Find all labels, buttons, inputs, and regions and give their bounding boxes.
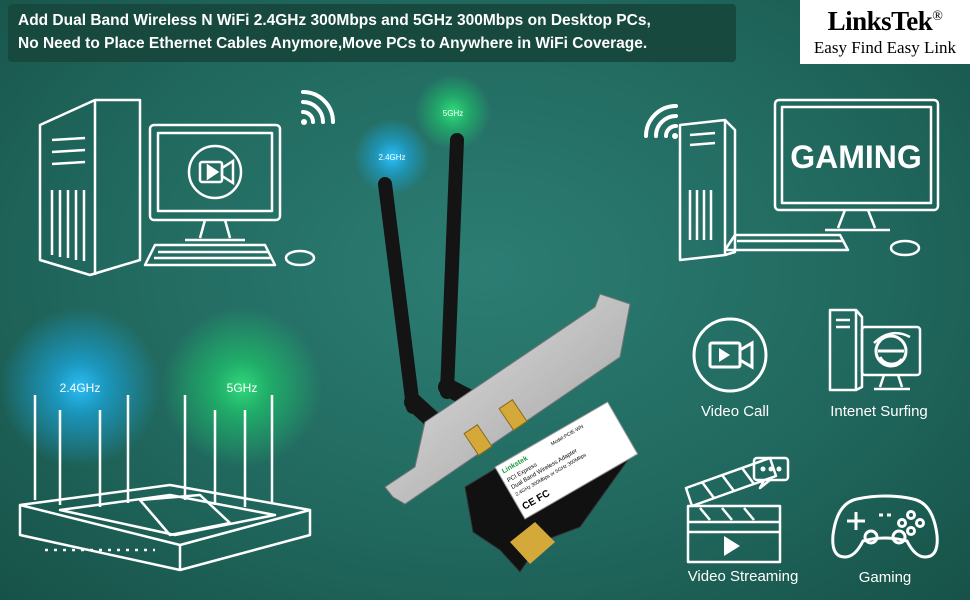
pcie-gold-fingers [510,522,555,564]
router-band-5-label: 5GHz [227,381,258,395]
gaming-pc-illustration: GAMING [644,98,940,262]
feature-label-video-streaming: Video Streaming [687,568,799,585]
feature-label-gaming: Gaming [858,569,912,586]
video-camera-icon [187,144,243,200]
headline-line-2: No Need to Place Ethernet Cables Anymore… [18,35,648,52]
antenna-24-label: 2.4GHz [378,153,405,162]
wifi-icon [644,104,678,139]
headline-banner: Add Dual Band Wireless N WiFi 2.4GHz 300… [8,4,736,62]
wifi-icon [301,90,335,125]
video-call-icon [692,317,768,393]
video-streaming-icon [684,456,790,564]
game-controller-icon [831,494,939,559]
brand-logo: LinksTek® Easy Find Easy Link [800,0,970,64]
antenna-left [378,177,420,414]
antenna-right [440,133,464,399]
antenna-5-glow [415,74,491,150]
headline-line-1: Add Dual Band Wireless N WiFi 2.4GHz 300… [18,12,651,29]
desktop-pc-illustration [38,90,335,277]
brand-name: LinksTek [827,6,933,36]
browser-e-icon [873,331,911,368]
antenna-5-label: 5GHz [443,109,463,118]
pci-bracket [384,293,631,505]
router-band-24-label: 2.4GHz [60,381,101,395]
feature-label-internet-surfing: Intenet Surfing [830,403,928,420]
feature-label-video-call: Video Call [700,403,770,420]
antenna-24-glow [354,119,430,195]
brand-slogan: Easy Find Easy Link [813,38,957,57]
internet-surfing-icon [828,308,922,392]
gaming-screen-text: GAMING [790,139,922,175]
wifi-adapter-card: 2.4GHz 5GHz Linkstek Model:PCIE-WN PCI E… [354,74,639,573]
registered-mark: ® [932,9,943,24]
band-24-glow [0,307,160,467]
router-illustration: 2.4GHz 5GHz [0,307,322,572]
band-5-glow [162,307,322,467]
